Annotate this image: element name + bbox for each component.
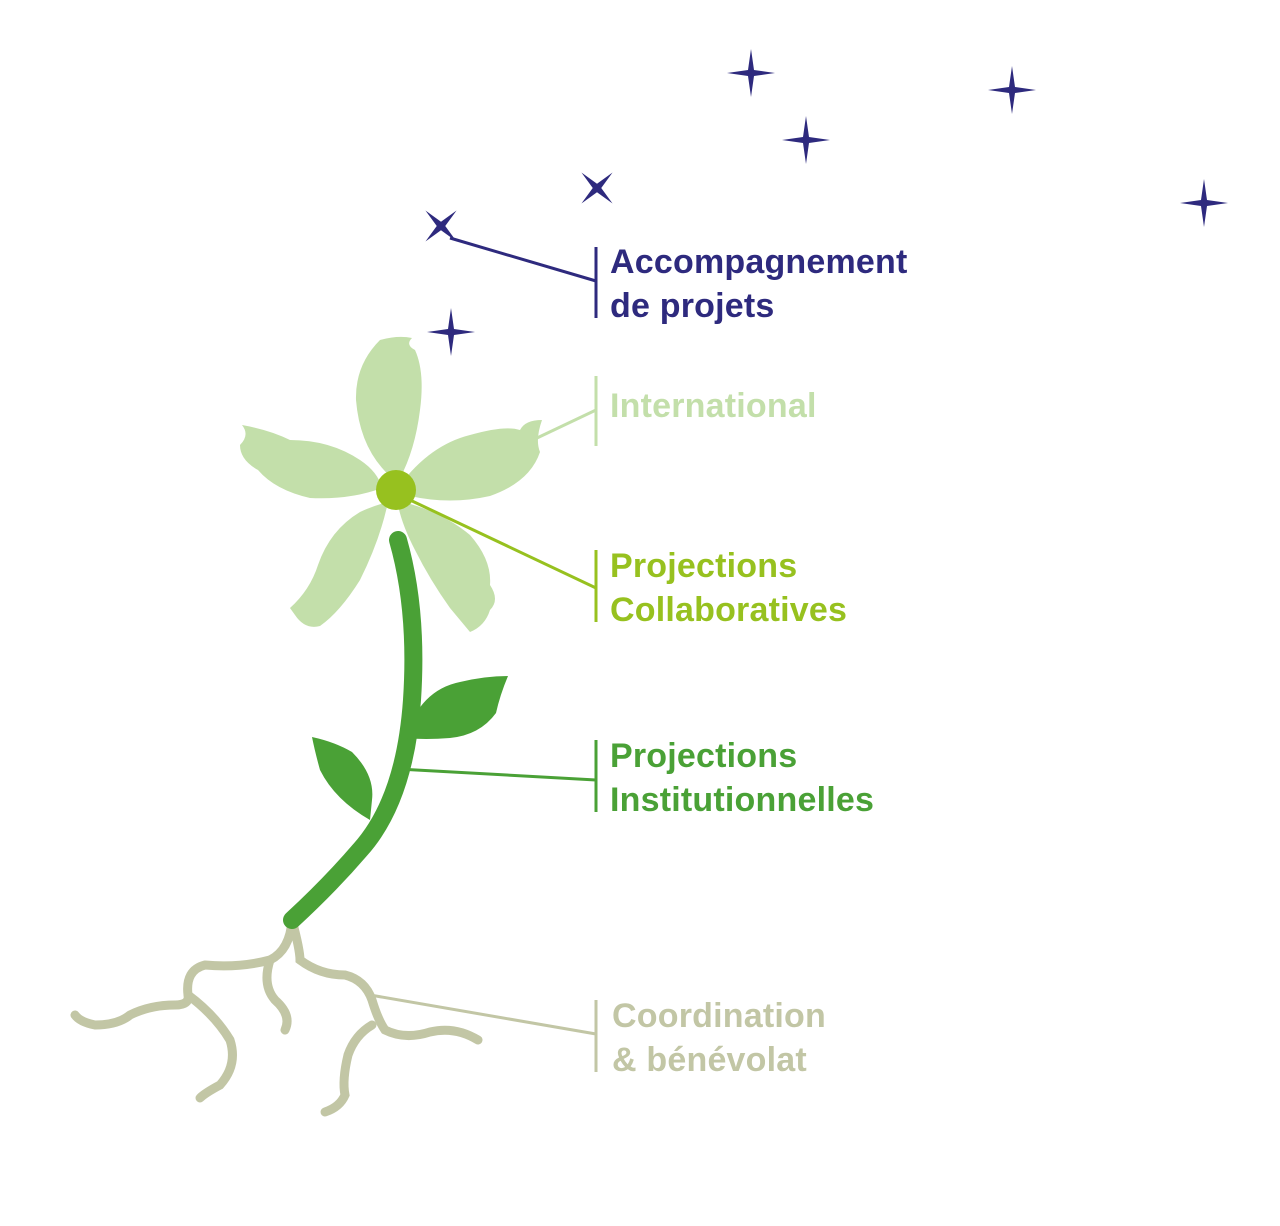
sparkle-icon	[427, 308, 475, 356]
connector-institutionnelles	[397, 740, 598, 812]
label-coordination-line1: Coordination	[612, 997, 826, 1035]
label-institutionnelles: Projections Institutionnelles	[610, 734, 874, 822]
sparkles	[425, 49, 1228, 356]
sparkle-icon	[581, 172, 613, 204]
label-accompagnement: Accompagnement de projets	[610, 240, 908, 328]
label-accompagnement-line1: Accompagnement	[610, 243, 908, 281]
leaf-left	[312, 737, 373, 820]
flower-petals	[240, 336, 542, 632]
label-accompagnement-line2: de projets	[610, 287, 775, 325]
connector-accompagnement	[449, 236, 598, 318]
label-collaboratives-line1: Projections	[610, 547, 798, 585]
label-international-line1: International	[610, 387, 817, 425]
label-coordination-line2: & bénévolat	[612, 1041, 807, 1079]
sparkle-icon	[1180, 179, 1228, 227]
sparkle-icon	[425, 210, 457, 242]
sparkle-icon	[988, 66, 1036, 114]
label-coordination: Coordination & bénévolat	[612, 994, 826, 1082]
sparkle-icon	[727, 49, 775, 97]
flower-center	[376, 470, 416, 510]
label-collaboratives: Projections Collaboratives	[610, 544, 847, 632]
sparkle-icon	[782, 116, 830, 164]
label-international: International	[610, 384, 817, 428]
connector-collaboratives	[409, 498, 598, 622]
label-collaboratives-line2: Collaboratives	[610, 591, 848, 629]
roots	[70, 915, 483, 1117]
leaf-right	[405, 676, 508, 739]
connector-coordination	[369, 993, 598, 1072]
connector-international	[536, 376, 598, 446]
label-institutionnelles-line2: Institutionnelles	[610, 781, 875, 819]
label-institutionnelles-line1: Projections	[610, 737, 798, 775]
